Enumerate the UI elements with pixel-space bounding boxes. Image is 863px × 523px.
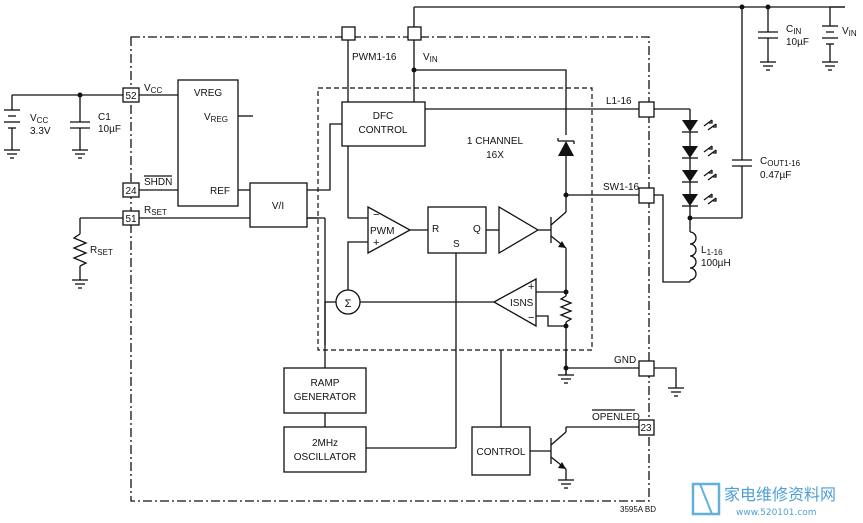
- channel-label-line1: 1 CHANNEL: [467, 136, 524, 147]
- cout-capacitor: [732, 159, 752, 218]
- l1-pin: [638, 101, 655, 118]
- rset-resistor: [72, 218, 88, 280]
- ic-boundary: [130, 36, 650, 502]
- osc-label-line1: 2MHz: [312, 438, 338, 449]
- vin-pin-label: VIN: [423, 52, 438, 64]
- l1-pin-label: L1-16: [606, 96, 632, 107]
- minus-sign: −: [528, 312, 534, 324]
- openled-label: OPENLED: [592, 412, 640, 423]
- vreg-block: [177, 79, 239, 207]
- control-block: [471, 426, 531, 476]
- watermark: 家电维修资料网 www.520101.com: [691, 482, 836, 518]
- plus-sign: +: [373, 237, 379, 249]
- sw1-pin: [638, 187, 655, 204]
- cin-value: 10µF: [786, 37, 809, 48]
- ground-symbol: [72, 279, 88, 289]
- driver-buffer: [498, 205, 540, 255]
- openled-transistor: [550, 426, 639, 480]
- pin-52-number: 52: [125, 91, 137, 102]
- watermark-url: www.520101.com: [736, 508, 817, 518]
- pwm-pin-label: PWM1-16: [352, 52, 397, 63]
- cin-label: CIN: [786, 24, 801, 36]
- ref-label: REF: [210, 186, 230, 197]
- minus-sign: −: [373, 209, 379, 221]
- osc-label-line2: OSCILLATOR: [294, 452, 356, 463]
- cout-label: COUT1-16: [760, 156, 801, 168]
- pin-23-number: 23: [640, 423, 652, 434]
- schottky-diode: [557, 138, 575, 195]
- plus-sign: +: [528, 281, 534, 293]
- vcc-supply-label: VCC: [30, 113, 48, 125]
- pwm-comparator: [367, 205, 412, 255]
- dfc-label-line2: CONTROL: [359, 125, 408, 136]
- sigma-label: Σ: [345, 298, 352, 310]
- cout-value: 0.47µF: [760, 170, 791, 181]
- rset-label: RSET: [90, 245, 113, 257]
- power-transistor: [550, 195, 567, 280]
- led-string: [682, 120, 698, 218]
- pwm-comparator-label: PWM: [370, 226, 394, 237]
- isns-amplifier: [492, 277, 537, 328]
- sw1-pin-label: SW1-16: [603, 182, 640, 193]
- c1-label: C1: [98, 112, 111, 123]
- ground-symbol: [760, 61, 776, 71]
- dfc-control-block: [341, 101, 426, 147]
- ramp-generator-block: [283, 367, 367, 414]
- watermark-text: 家电维修资料网: [724, 485, 836, 504]
- watermark-logo-stroke: [699, 483, 713, 515]
- ground-symbol: [668, 387, 684, 397]
- led-light-arrows: [703, 119, 717, 205]
- ground-symbol: [558, 479, 574, 489]
- vcc-supply-value: 3.3V: [30, 126, 51, 137]
- isns-label: ISNS: [510, 298, 534, 309]
- dfc-label-line1: DFC: [373, 111, 394, 122]
- latch-r-label: R: [432, 224, 439, 235]
- vin-supply-battery: [822, 6, 845, 62]
- drawing-code: 3595A BD: [620, 505, 656, 514]
- inductor: [689, 218, 697, 282]
- vin-pin: [407, 26, 422, 41]
- oscillator-block: [283, 426, 367, 473]
- pin-23: [638, 419, 655, 436]
- rs-latch: [427, 206, 487, 254]
- gnd-pin-label: GND: [614, 355, 636, 366]
- c1-value: 10µF: [98, 124, 121, 135]
- cin-capacitor: [758, 7, 778, 62]
- channel-label-line2: 16X: [486, 150, 504, 161]
- watermark-logo-icon: [691, 482, 721, 516]
- vi-block: [249, 182, 308, 228]
- ground-symbol: [558, 374, 574, 384]
- c1-capacitor: [70, 95, 90, 150]
- vcc-supply-battery: [4, 94, 131, 150]
- pin-51-number: 51: [125, 214, 137, 225]
- gnd-pin: [638, 360, 655, 377]
- vreg-block-title: VREG: [194, 88, 223, 99]
- ramp-label-line2: GENERATOR: [294, 392, 356, 403]
- latch-s-label: S: [453, 239, 460, 250]
- ramp-label-line1: RAMP: [311, 378, 340, 389]
- inductor-value: 100µH: [701, 258, 731, 269]
- junction-dot: [739, 4, 745, 10]
- vreg-output-label: VREG: [204, 112, 228, 124]
- ground-symbol: [4, 149, 20, 159]
- channel-boundary: [317, 87, 593, 351]
- pwm-pin: [341, 26, 356, 41]
- rset-pin-label: RSET: [144, 205, 167, 217]
- ground-symbol: [72, 149, 88, 159]
- shdn-label: SHDN: [144, 177, 172, 188]
- pin-24-number: 24: [125, 186, 137, 197]
- vin-supply-label: VIN: [842, 26, 857, 38]
- latch-q-label: Q: [473, 224, 481, 235]
- vi-label: V/I: [272, 201, 284, 212]
- control-label: CONTROL: [477, 447, 526, 458]
- ground-symbol: [822, 61, 838, 71]
- vcc-pin-label: VCC: [144, 83, 162, 95]
- inductor-label: L1-16: [701, 245, 723, 257]
